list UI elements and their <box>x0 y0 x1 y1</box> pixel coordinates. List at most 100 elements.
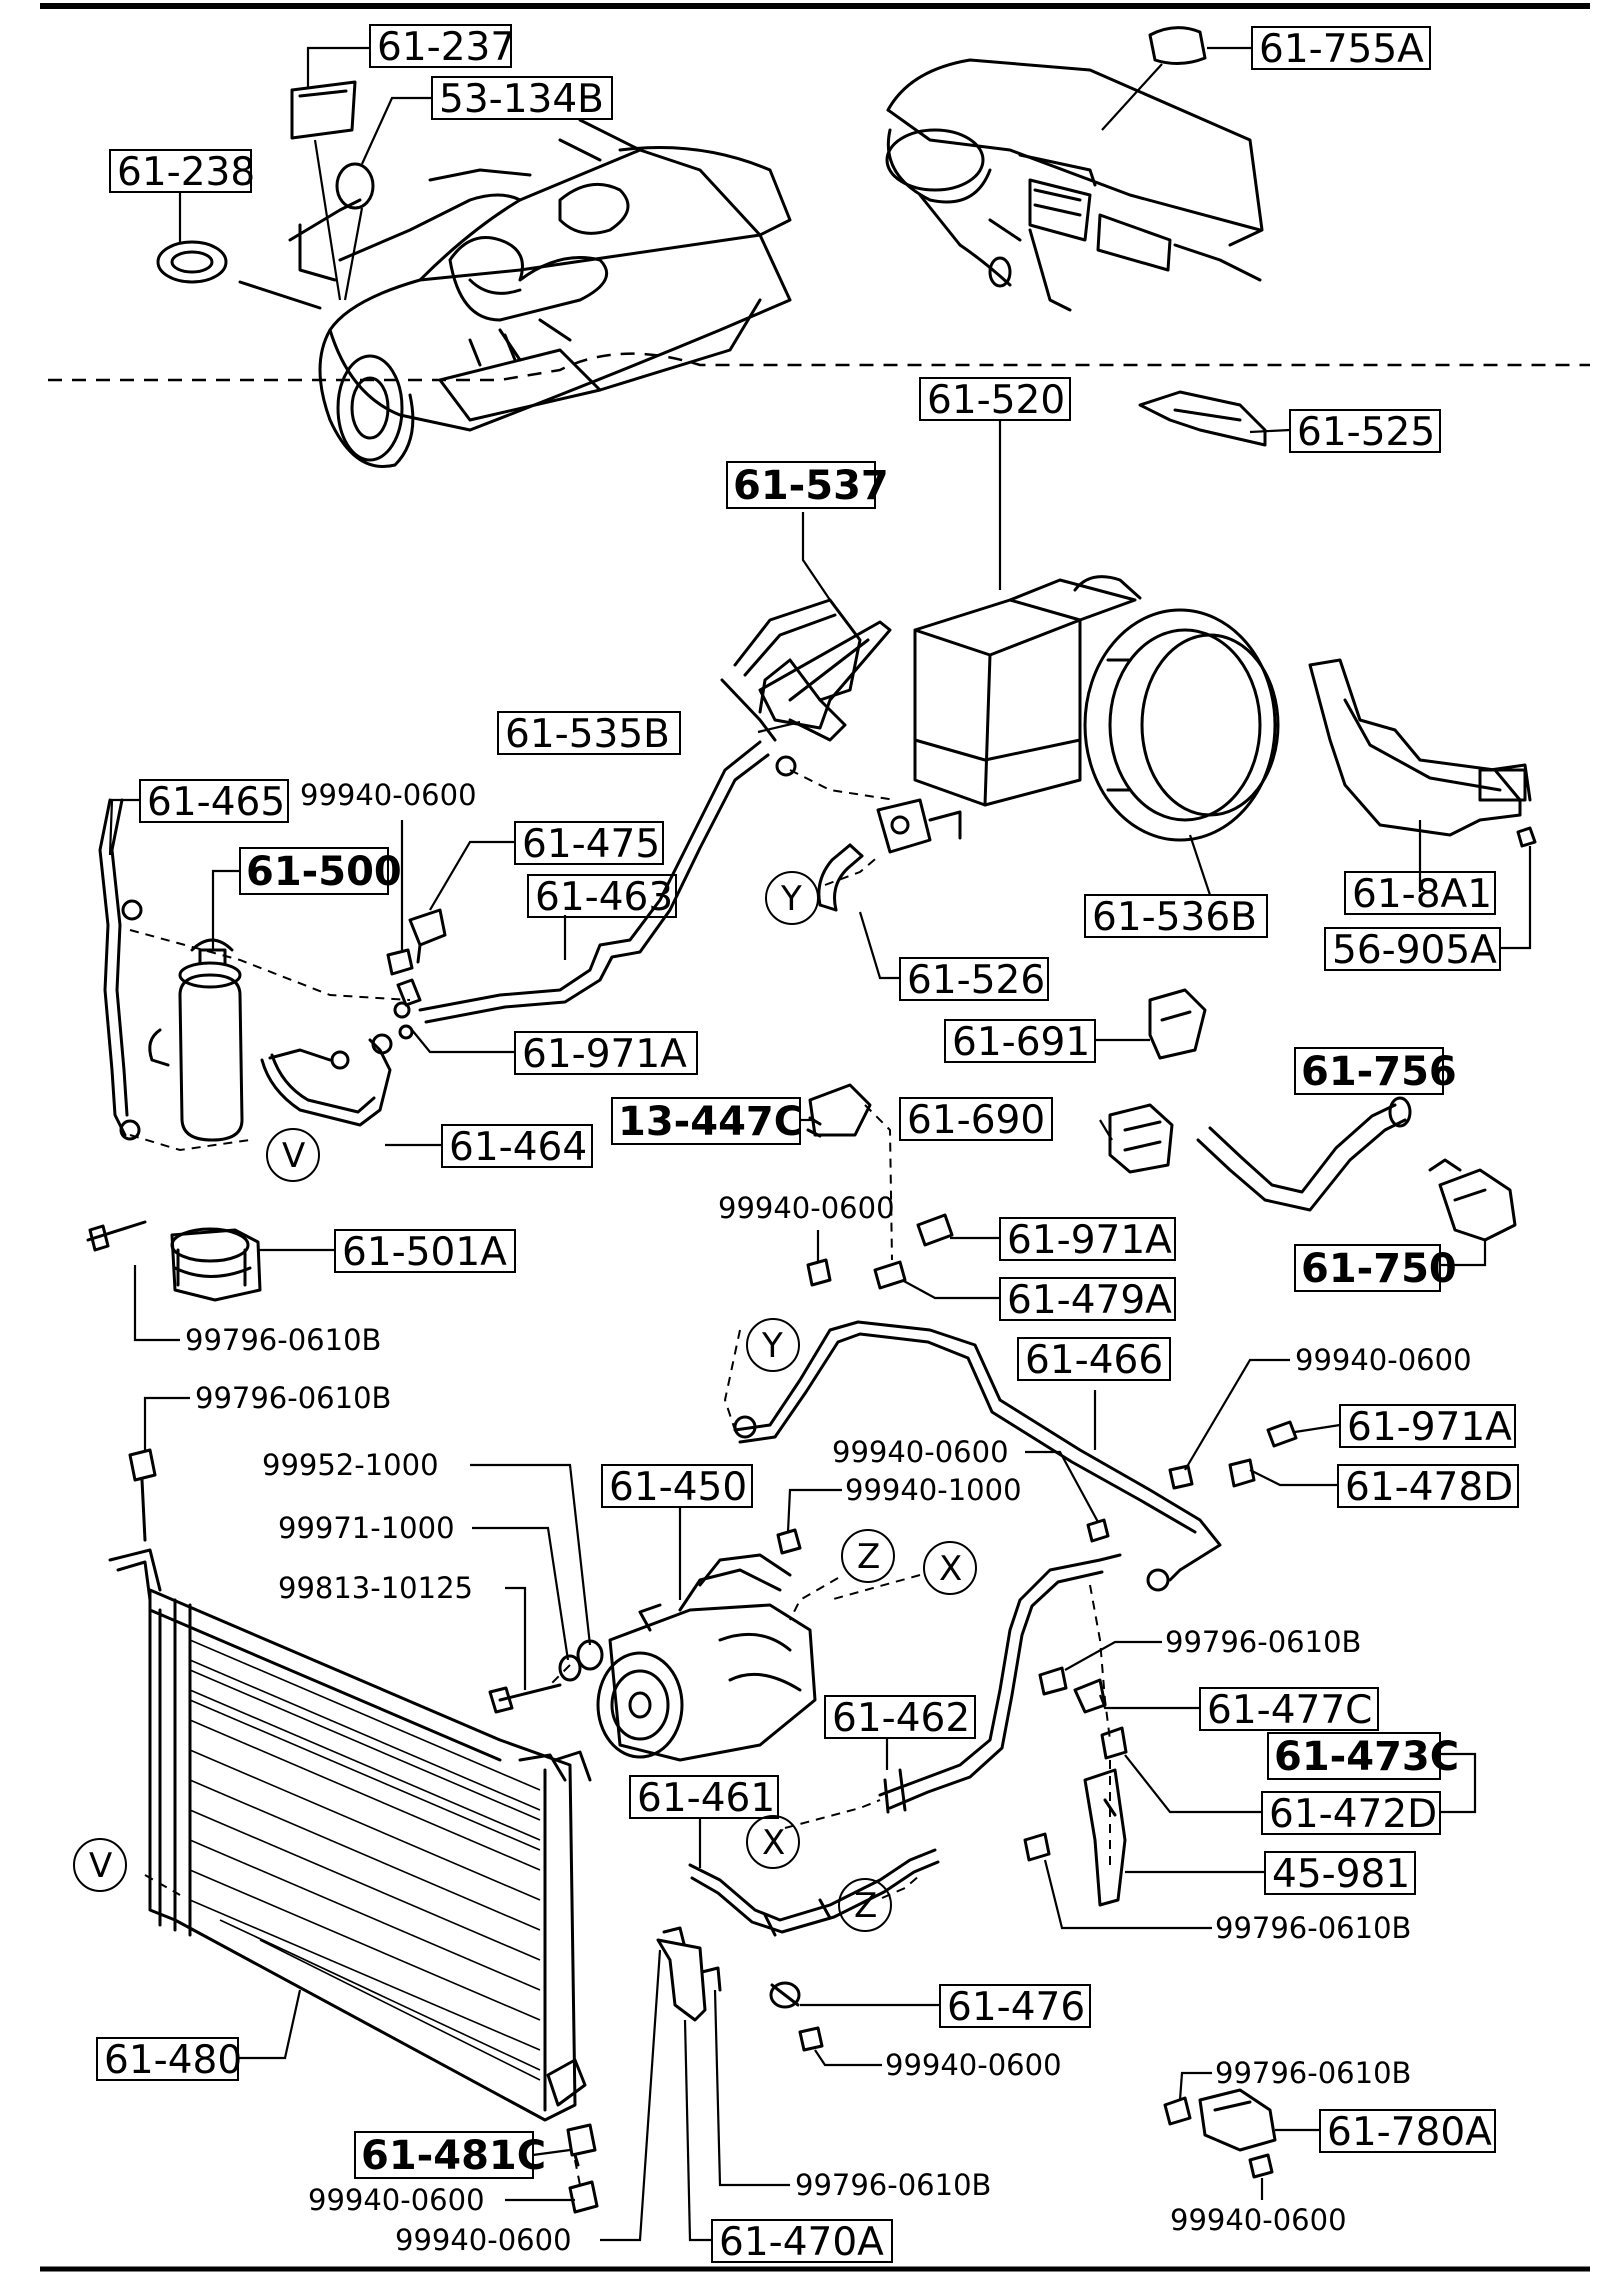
label-box-61-479a <box>999 1277 1176 1321</box>
leader-53-134b <box>360 96 432 165</box>
nut-99940-0600-lower <box>798 2026 824 2052</box>
callout-label-z-lower: Z <box>854 1886 877 1926</box>
part-label-61-466: 61-466 <box>1025 1338 1163 1383</box>
label-box-61-756 <box>1294 1047 1444 1095</box>
pipe-61-465 <box>98 798 143 1141</box>
bolt-99796-0610b-bracket <box>700 1966 722 1992</box>
part-label-61-470a: 61-470A <box>719 2220 884 2265</box>
callout-circle-y-lower <box>746 1318 800 1372</box>
relay-61-690 <box>1108 1103 1174 1174</box>
part-label-99940-1000: 99940-1000 <box>845 1473 1022 1507</box>
condenser-61-480 <box>108 1548 592 2122</box>
clip-56-905a <box>1516 826 1537 848</box>
leader-61-750 <box>1440 1240 1487 1267</box>
part-label-99813-10125: 99813-10125 <box>278 1571 473 1605</box>
switch-61-780a <box>1198 2088 1277 2152</box>
leader-99796-0610b-d <box>1043 1859 1212 1930</box>
pointer-61-237 <box>313 139 342 301</box>
part-label-61-756: 61-756 <box>1301 1049 1457 1095</box>
pipe-61-462 <box>878 1553 1122 1814</box>
dash-y-upper <box>824 854 881 886</box>
pressure-switch-61-475 <box>408 908 447 964</box>
bracket-61-479a <box>873 1260 907 1290</box>
part-label-61-755a: 61-755A <box>1259 27 1424 72</box>
callout-label-x-lower: X <box>762 1823 785 1863</box>
nut-99940-0600-top <box>386 948 414 976</box>
label-box-61-691 <box>944 1019 1096 1063</box>
label-box-61-237 <box>369 24 512 68</box>
part-label-61-520: 61-520 <box>927 378 1065 423</box>
part-label-99796-0610b-b: 99796-0610B <box>195 1381 391 1415</box>
part-label-56-905a: 56-905A <box>1332 928 1497 973</box>
leader-99940-0600-h <box>600 1949 662 2242</box>
bracket-61-478d <box>1228 1458 1256 1488</box>
part-label-99940-0600-b: 99940-0600 <box>718 1191 895 1225</box>
pointer-61-238 <box>238 280 322 310</box>
nut-99940-1000 <box>776 1528 802 1555</box>
dash-x-upper <box>829 1574 921 1601</box>
expansion-valve <box>876 798 962 854</box>
part-label-99796-0610b-e: 99796-0610B <box>1215 2056 1411 2090</box>
part-label-61-462: 61-462 <box>832 1696 970 1741</box>
part-label-99940-0600-c: 99940-0600 <box>1295 1343 1472 1377</box>
bolt-99796-0610b-condenser <box>128 1448 157 1542</box>
label-box-61-470a <box>711 2219 893 2263</box>
callout-circle-x-lower <box>746 1815 800 1869</box>
leader-61-478d <box>1249 1469 1338 1487</box>
part-label-99940-0600-g: 99940-0600 <box>1170 2203 1347 2237</box>
mount-61-481c <box>566 2123 597 2167</box>
leader-61-475 <box>429 840 515 911</box>
leader-99971-1000 <box>472 1526 570 1661</box>
nut-99940-0600-switch <box>1248 2153 1274 2179</box>
section-divider <box>48 352 1590 382</box>
label-box-45-981 <box>1264 1851 1416 1895</box>
part-label-61-237: 61-237 <box>377 25 515 70</box>
callout-label-v-lower: V <box>89 1846 112 1886</box>
label-box-61-476 <box>939 1984 1091 2028</box>
part-label-61-480: 61-480 <box>104 2038 242 2083</box>
part-label-99940-0600-h: 99940-0600 <box>395 2223 572 2257</box>
callout-label-x-upper: X <box>939 1549 962 1589</box>
leader-61-525 <box>1249 428 1291 434</box>
part-label-61-476: 61-476 <box>947 1985 1085 2030</box>
bracket-61-535b <box>758 620 892 730</box>
leader-61-526 <box>858 911 900 980</box>
dashboard-illustration <box>885 58 1264 312</box>
callout-circle-z-lower <box>838 1878 892 1932</box>
part-label-61-8a1: 61-8A1 <box>1352 872 1492 917</box>
bracket-45-981 <box>1083 1768 1127 1907</box>
label-box-61-466 <box>1017 1337 1171 1381</box>
leader-99940-0600-d <box>1025 1450 1099 1523</box>
leader-61-477c <box>1098 1694 1200 1710</box>
part-label-61-690: 61-690 <box>907 1098 1045 1143</box>
label-box-61-480 <box>96 2037 239 2081</box>
part-label-61-481c: 61-481C <box>361 2133 546 2179</box>
leader-99796-0610b-e <box>1178 2071 1212 2101</box>
part-label-61-525: 61-525 <box>1297 410 1435 455</box>
leader-61-971a-a <box>411 1029 515 1054</box>
label-box-61-520 <box>919 377 1071 421</box>
leader-61-971a-c <box>1294 1423 1341 1434</box>
part-label-99940-0600-e: 99940-0600 <box>885 2048 1062 2082</box>
sensor-cap-61-755a <box>1148 26 1207 65</box>
label-box-61-472d <box>1261 1791 1441 1835</box>
label-box-61-750 <box>1294 1244 1441 1292</box>
callout-circle-z-upper <box>841 1529 895 1583</box>
label-box-61-475 <box>514 821 664 865</box>
leader-99952-1000 <box>470 1463 592 1646</box>
leader-61-537 <box>801 512 831 601</box>
label-box-61-463 <box>527 874 677 918</box>
dash-v-lower <box>144 1874 181 1896</box>
o-ring-61-971a-lower <box>1266 1420 1298 1448</box>
leader-61-536b <box>1188 834 1212 896</box>
nut-99940-0600-right <box>1168 1464 1194 1490</box>
dash-v-upper <box>129 1134 251 1152</box>
nut-99940-0600-middle <box>806 1258 832 1287</box>
callout-label-z-upper: Z <box>857 1537 880 1577</box>
leader-99796-0610b-c <box>1064 1640 1162 1671</box>
callout-label-v-upper: V <box>282 1136 305 1176</box>
car-engine-bay-illustration <box>288 118 792 468</box>
callout-circle-y-upper <box>765 871 819 925</box>
callout-label-y-lower: Y <box>761 1326 783 1366</box>
part-label-61-238: 61-238 <box>117 150 255 195</box>
